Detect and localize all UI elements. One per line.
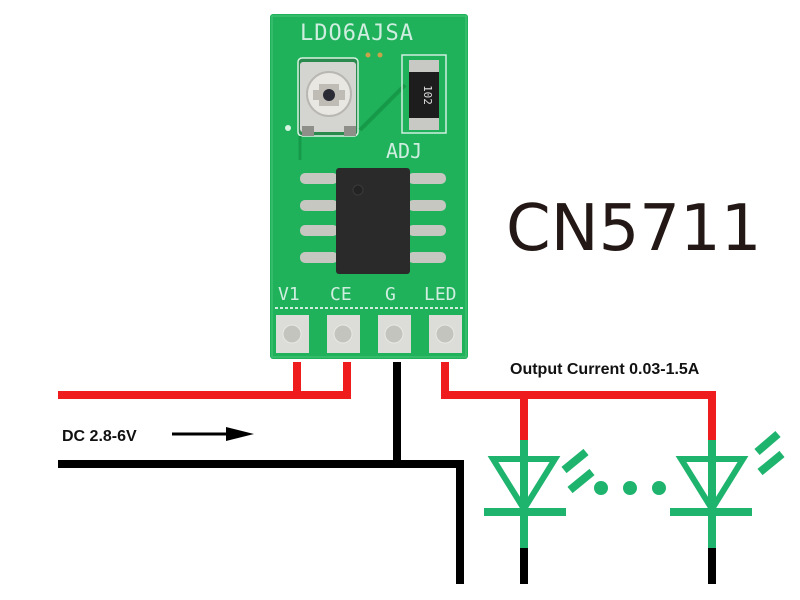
output-current-label: Output Current 0.03-1.5A xyxy=(510,361,700,378)
positive-input-wire xyxy=(58,362,351,399)
pcb-edge xyxy=(271,15,467,358)
ellipsis-dots xyxy=(594,481,666,495)
arrow-right-icon xyxy=(172,427,254,441)
solder-pad-v1[interactable] xyxy=(276,315,309,353)
pin-label-ce: CE xyxy=(330,284,352,305)
light-emission-icon xyxy=(754,430,785,476)
trimmer-potentiometer[interactable] xyxy=(297,57,359,137)
solder-pad-g[interactable] xyxy=(378,315,411,353)
pin-label-led: LED xyxy=(424,284,457,305)
led-symbol-1 xyxy=(484,440,595,584)
solder-pad-led[interactable] xyxy=(429,315,462,353)
ic-pins-right xyxy=(408,173,446,263)
adj-label: ADJ xyxy=(386,139,422,163)
board-label: LDO6AJSA xyxy=(300,21,414,46)
via-dot xyxy=(285,125,291,131)
trace xyxy=(358,83,407,132)
ground-wire xyxy=(58,362,464,584)
pin-label-v1: V1 xyxy=(278,284,300,305)
via xyxy=(365,52,371,58)
chip-title: CN5711 xyxy=(506,192,761,266)
ic-pins-left xyxy=(300,173,338,263)
led-symbol-2 xyxy=(670,430,785,584)
led-output-wire xyxy=(441,362,716,440)
pin-label-g: G xyxy=(385,284,396,305)
pcb-module: LDO6AJSA 102 ADJ xyxy=(270,14,468,359)
smd-resistor: 102 xyxy=(401,54,447,134)
resistor-code: 102 xyxy=(421,85,434,105)
input-voltage-label: DC 2.8-6V xyxy=(62,428,137,445)
solder-pad-ce[interactable] xyxy=(327,315,360,353)
ic-chip xyxy=(300,168,446,274)
via xyxy=(377,52,383,58)
light-emission-icon xyxy=(561,448,595,494)
